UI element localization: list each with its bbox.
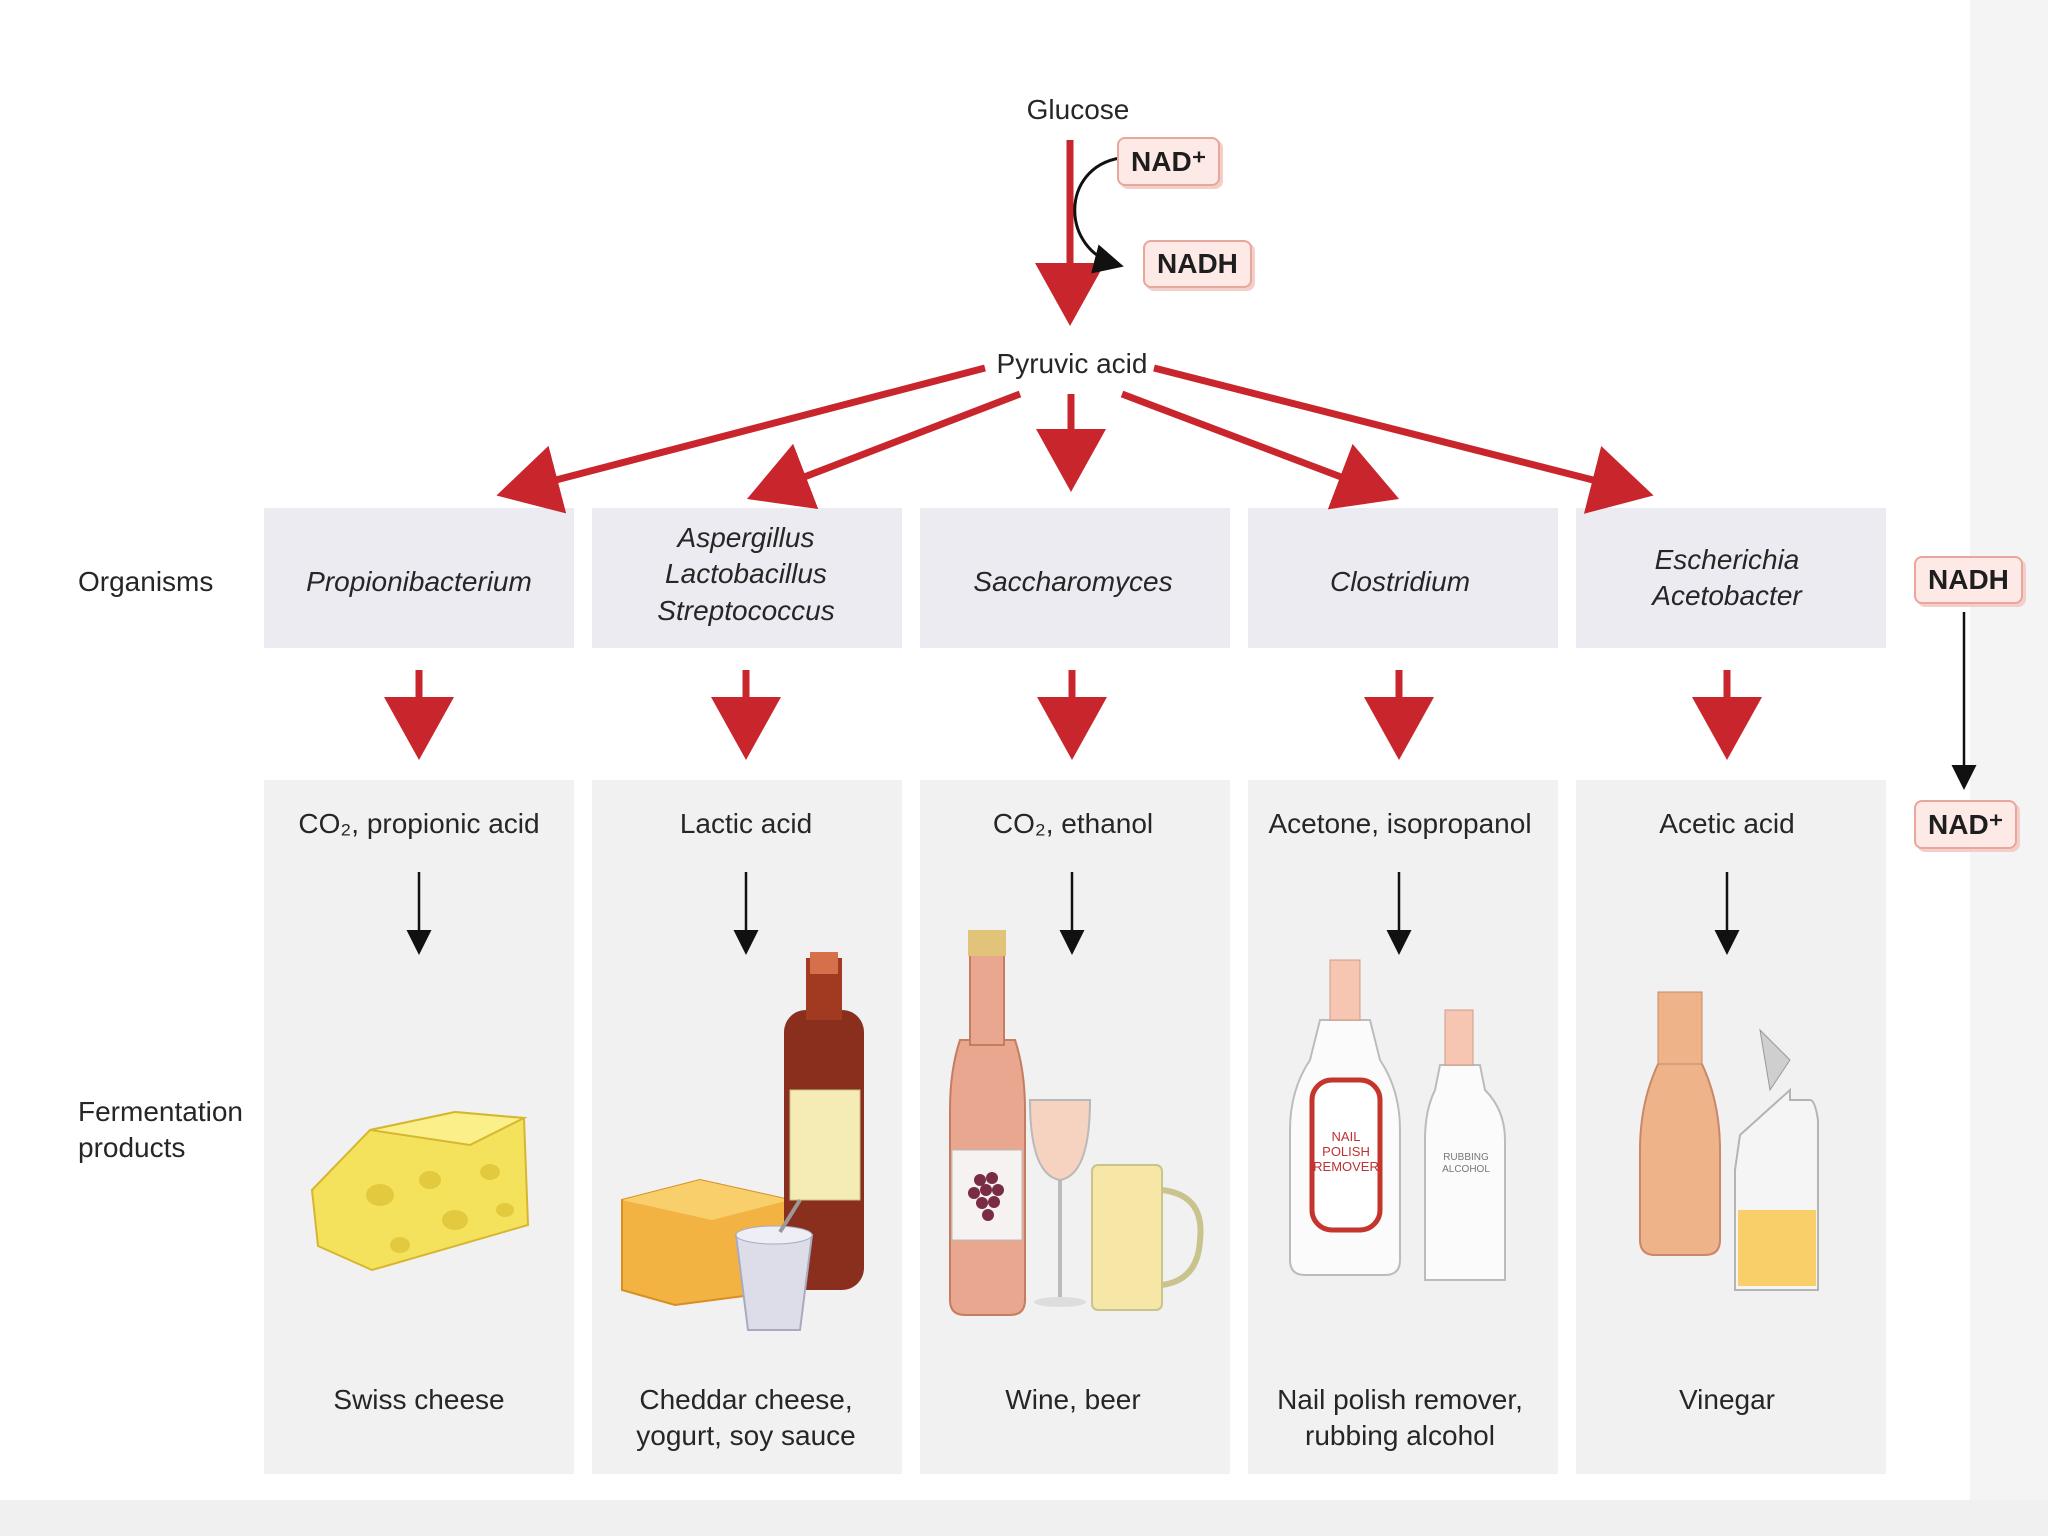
cheddar-yogurt-soysauce-illustration	[621, 952, 864, 1331]
nadh-tag-top: NADH	[1143, 240, 1252, 288]
food-col-1: Swiss cheese	[333, 1384, 505, 1415]
food-col-4-line1: Nail polish remover,	[1277, 1384, 1523, 1415]
vinegar-illustration	[1639, 991, 1819, 1291]
glucose-label: Glucose	[1026, 94, 1130, 125]
rubbing-alcohol-label-line1: RUBBING	[1443, 1152, 1489, 1163]
organism-clostridium: Clostridium	[1329, 566, 1471, 597]
nail-polish-label-line2: POLISH	[1322, 1143, 1370, 1159]
product-col-1: CO₂, propionic acid	[298, 808, 540, 839]
food-col-2-line1: Cheddar cheese,	[639, 1384, 853, 1415]
arrow-to-col2	[746, 390, 1022, 510]
food-col-4: Nail polish remover, rubbing alcohol	[1277, 1382, 1523, 1455]
pyruvic-acid-label: Pyruvic acid	[996, 348, 1148, 379]
organism-col-5: Escherichia Acetobacter	[1652, 542, 1801, 615]
food-col-4-line2: rubbing alcohol	[1305, 1420, 1495, 1452]
food-col-2-line2: yogurt, soy sauce	[636, 1420, 856, 1452]
page-bottom-edge	[0, 1500, 2048, 1536]
organism-escherichia: Escherichia	[1654, 544, 1800, 575]
nail-polish-rubbing-alcohol-illustration	[1289, 959, 1506, 1281]
row-label-fermentation: Fermentation products	[78, 1094, 243, 1167]
organism-aspergillus: Aspergillus	[677, 522, 815, 553]
organism-panel-1	[264, 508, 574, 648]
organism-panel-5	[1576, 508, 1886, 648]
rubbing-alcohol-label-line2: ALCOHOL	[1442, 1164, 1490, 1175]
arrow-to-col5	[1153, 364, 1654, 514]
row-label-fermentation-line1: Fermentation	[78, 1096, 243, 1127]
organism-propionibacterium: Propionibacterium	[306, 566, 532, 597]
organism-streptococcus: Streptococcus	[657, 594, 835, 626]
product-col-5: Acetic acid	[1659, 808, 1795, 839]
page-edge	[1970, 0, 2048, 1536]
nadh-tag-side: NADH	[1914, 556, 2023, 604]
food-col-5: Vinegar	[1678, 1384, 1776, 1415]
rubbing-alcohol-bottle-label: RUBBING ALCOHOL	[1442, 1152, 1490, 1176]
food-col-3: Wine, beer	[1005, 1384, 1141, 1415]
row-label-organisms: Organisms	[78, 566, 214, 597]
nail-polish-label-line1: NAIL	[1331, 1129, 1361, 1144]
organism-saccharomyces: Saccharomyces	[973, 566, 1173, 597]
nad-cycle-arrow	[1073, 156, 1124, 274]
organism-acetobacter: Acetobacter	[1652, 580, 1802, 612]
arrow-to-col4	[1120, 390, 1400, 510]
product-col-2: Lactic acid	[679, 808, 813, 839]
nad-plus-tag-top: NAD⁺	[1117, 137, 1221, 186]
organism-panel-2	[592, 508, 902, 648]
food-col-2: Cheddar cheese, yogurt, soy sauce	[636, 1382, 855, 1455]
arrow-to-col1	[496, 364, 986, 514]
row-label-fermentation-line2: products	[78, 1132, 186, 1164]
nad-plus-tag-side: NAD⁺	[1914, 800, 2018, 849]
product-col-3: CO₂, ethanol	[992, 808, 1154, 839]
organism-lactobacillus: Lactobacillus	[665, 558, 827, 590]
swiss-cheese-illustration	[310, 1110, 530, 1272]
wine-beer-illustration	[949, 930, 1204, 1316]
product-panel-5	[1576, 780, 1886, 1474]
nail-polish-bottle-label: NAIL POLISH REMOVER	[1313, 1129, 1379, 1175]
organism-panel-4	[1248, 508, 1558, 648]
organism-col-2: Aspergillus Lactobacillus Streptococcus	[657, 520, 834, 629]
organism-panel-3	[920, 508, 1230, 648]
product-col-4: Acetone, isopropanol	[1268, 808, 1532, 839]
nail-polish-label-line3: REMOVER	[1313, 1158, 1379, 1174]
